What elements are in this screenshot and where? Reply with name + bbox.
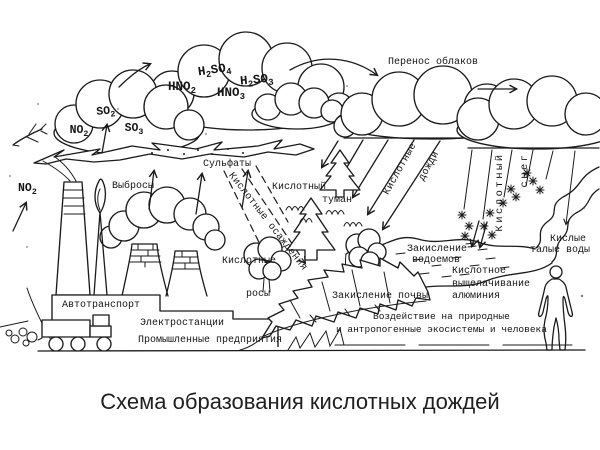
formula-so2: SO2 (96, 104, 116, 121)
formula-h2so4: H2SO4 (197, 61, 233, 82)
formula-no2: NO2 (70, 124, 89, 139)
flow-arrows (12, 58, 519, 232)
formula-h2so3: H2SO3 (240, 72, 275, 91)
caption: Схема образования кислотных дождей (100, 389, 499, 414)
label-acid-dew-2: росы (246, 289, 270, 300)
label-industrial: Промышленные предприятия (138, 335, 282, 346)
emission-band (33, 139, 315, 165)
cooling-towers (121, 243, 208, 297)
band-speckles (151, 148, 244, 155)
formula-no2-left: NO2 (18, 182, 37, 197)
leaf-icon (239, 257, 431, 351)
snow-cloud (456, 75, 600, 150)
grass-clump (287, 327, 345, 351)
label-water-acidification-1: Закисление (407, 244, 467, 255)
label-acid-rain-1: Кислотные (382, 141, 420, 197)
deciduous-tree-icon (243, 236, 292, 293)
formula-so3: SO3 (125, 122, 144, 137)
label-cloud-transport: Перенос облаков (388, 55, 478, 68)
label-acid-fog-1: Кислотный (272, 181, 326, 193)
fir-tree-icon (286, 149, 361, 261)
label-aluminum-leaching-2: выщелачивание (452, 279, 530, 290)
truck-icon (5, 314, 112, 352)
label-aluminum-leaching-3: алюминия (452, 291, 500, 302)
label-acid-snow-2: снег (519, 152, 531, 187)
formula-hno2: HNO2 (168, 80, 196, 96)
label-sulfates: Сульфаты (203, 157, 251, 170)
label-emissions: Выбросы (112, 179, 154, 192)
label-acid-fog-2: туман (322, 195, 352, 206)
formula-hno3: HNO3 (217, 86, 245, 102)
snow-lines (463, 149, 576, 226)
chimney (42, 156, 91, 296)
steam-cloud (99, 186, 226, 251)
scan-speckles (9, 85, 585, 298)
label-soil-acidification: Закисление почвы (332, 291, 428, 302)
airplane-icon (12, 123, 48, 147)
label-aluminum-leaching-1: Кислотное (452, 266, 506, 277)
emission-cloud (53, 69, 205, 155)
small-cloud (251, 82, 344, 130)
label-melt-water-1: Кислые (550, 234, 586, 245)
label-power-plants: Электростанции (140, 318, 224, 329)
label-water-acidification-2: водоемов (412, 255, 460, 266)
human-figure-icon (537, 265, 574, 351)
label-impact-2: и антропогенные экосистемы и человека (336, 324, 547, 335)
label-melt-water-2: талые воды (530, 245, 590, 256)
exhaust-puffs (5, 327, 43, 347)
label-acid-dew-1: Кислотные (222, 256, 276, 267)
flare-stack (93, 178, 108, 296)
shore-tree-icon (345, 228, 387, 286)
label-impact-1: Воздействие на природные (373, 311, 510, 322)
label-acid-rain-2: дожди (417, 150, 442, 183)
label-motor-transport: Автотранспорт (62, 300, 140, 311)
ground-line (0, 287, 586, 352)
label-acid-snow-1: Кислотный (494, 152, 506, 231)
